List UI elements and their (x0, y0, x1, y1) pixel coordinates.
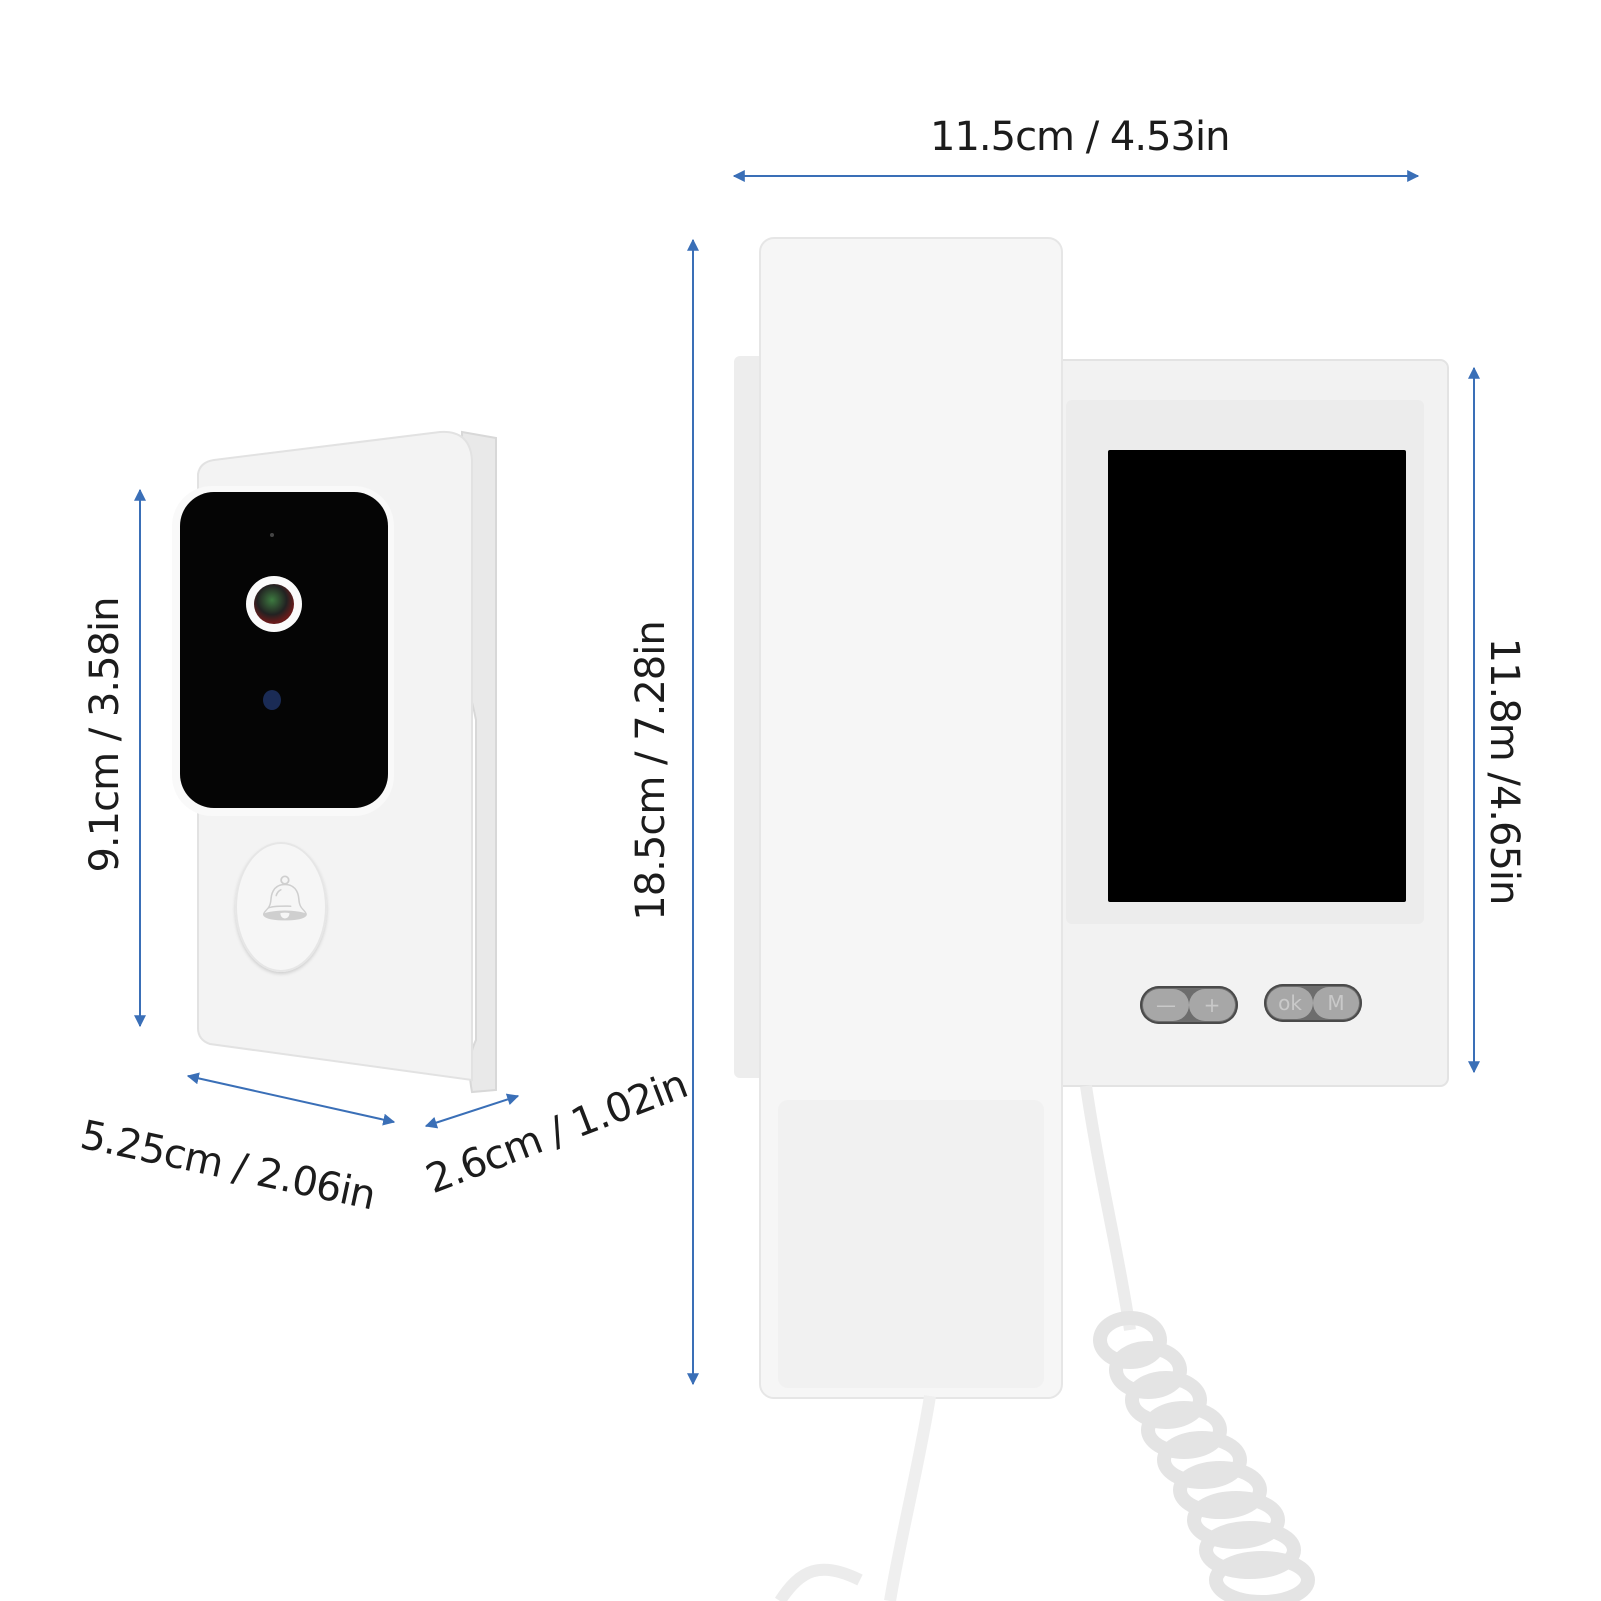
ok-button[interactable]: ok (1267, 987, 1313, 1019)
bell-icon: 🔔︎ (257, 873, 313, 924)
menu-button[interactable]: M (1313, 987, 1359, 1019)
indoor-monitor (734, 237, 1449, 1601)
doorbell-button[interactable]: 🔔︎ (235, 842, 327, 972)
handset-height-label: 18.5cm / 7.28in (628, 621, 674, 921)
monitor-height-label: 11.8m /4.65in (1481, 637, 1527, 905)
volume-button-group: — + (1140, 986, 1238, 1024)
ok-menu-button-group: ok M (1264, 984, 1362, 1022)
camera-lens-icon (246, 576, 302, 632)
doorbell-height-label: 9.1cm / 3.58in (82, 597, 128, 873)
doorbell-unit (172, 430, 497, 1094)
monitor-width-label: 11.5cm / 4.53in (930, 114, 1230, 160)
mic-hole-icon (270, 533, 274, 537)
volume-down-button[interactable]: — (1143, 989, 1189, 1021)
volume-up-button[interactable]: + (1189, 989, 1235, 1021)
ir-sensor-icon (263, 690, 281, 710)
